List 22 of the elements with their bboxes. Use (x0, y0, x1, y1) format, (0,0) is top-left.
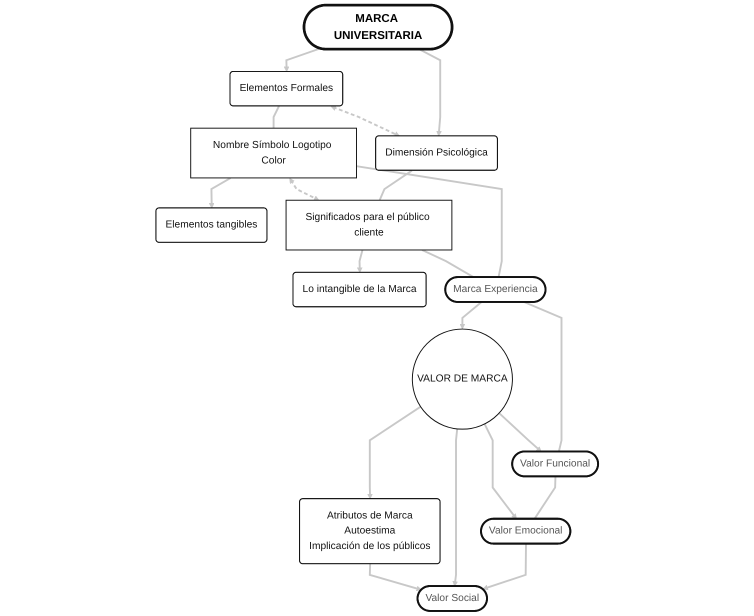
arrow (208, 177, 232, 208)
node-box: Significados para el público cliente (286, 200, 452, 250)
arrow (289, 178, 320, 200)
arrow (367, 406, 422, 500)
arrow (484, 424, 517, 520)
arrow (419, 48, 442, 136)
arrow (460, 302, 482, 330)
connector (272, 106, 280, 128)
connector (422, 249, 475, 278)
connector (534, 476, 556, 520)
arrow (284, 48, 320, 72)
arrow (498, 412, 542, 452)
arrow (356, 250, 364, 273)
node-circle: VALOR DE MARCA (412, 328, 513, 430)
connector (356, 165, 503, 278)
arrow (482, 544, 527, 590)
node-box: Nombre Símbolo Logotipo Color (190, 128, 357, 178)
arrow (452, 428, 458, 587)
connector (524, 301, 562, 452)
arrow (368, 564, 422, 592)
arrow (330, 105, 400, 137)
connector (378, 170, 412, 201)
